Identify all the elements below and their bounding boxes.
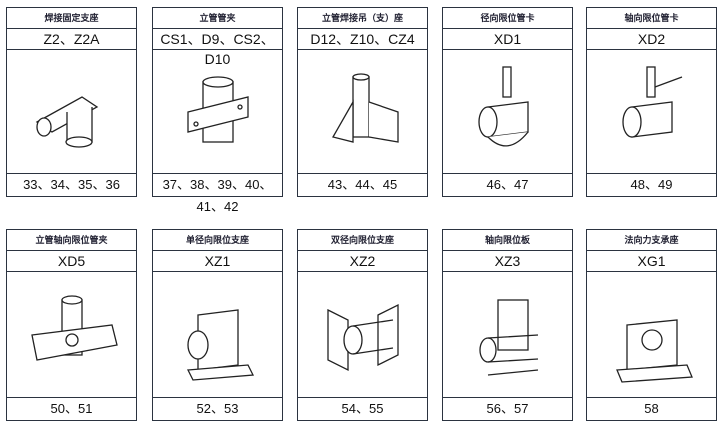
support-card[interactable]: 轴向限位板 XZ3 56、57 <box>442 229 573 421</box>
card-code: CS1、D9、CS2、D10 <box>153 29 282 67</box>
card-code: D12、Z10、CZ4 <box>298 29 427 50</box>
card-code: XZ3 <box>443 251 572 272</box>
card-title: 焊接固定支座 <box>7 8 136 29</box>
support-card[interactable]: 焊接固定支座 Z2、Z2A 33、34、35、36 <box>6 7 137 197</box>
riser-axial-limit-clamp-icon <box>30 294 118 361</box>
card-pages: 58 <box>587 397 716 420</box>
card-pages: 54、55 <box>298 397 427 420</box>
support-card[interactable]: 立管轴向限位管夹 XD5 50、51 <box>6 229 137 421</box>
double-radial-limit-support-icon <box>326 303 399 371</box>
axial-limit-plate-icon <box>478 298 538 376</box>
card-pages: 52、53 <box>153 397 282 420</box>
riser-welded-hanger-icon <box>331 72 399 143</box>
card-title: 立管管夹 <box>153 8 282 29</box>
support-card[interactable]: 立管焊接吊（支）座 D12、Z10、CZ4 43、44、45 <box>297 7 428 197</box>
card-title: 立管焊接吊（支）座 <box>298 8 427 29</box>
single-radial-limit-support-icon <box>186 308 254 381</box>
card-pages: 50、51 <box>7 397 136 420</box>
card-code: XD2 <box>587 29 716 50</box>
welded-fixed-support-icon <box>35 95 98 148</box>
card-pages: 37、38、39、40、41、42 <box>153 173 282 214</box>
card-code: XD1 <box>443 29 572 50</box>
radial-limit-clamp-icon <box>477 65 529 146</box>
card-title: 径向限位管卡 <box>443 8 572 29</box>
card-pages: 33、34、35、36 <box>7 173 136 196</box>
card-pages: 43、44、45 <box>298 173 427 196</box>
card-title: 轴向限位板 <box>443 230 572 251</box>
card-pages: 56、57 <box>443 397 572 420</box>
support-card[interactable]: 立管管夹 CS1、D9、CS2、D10 37、38、39、40、41、42 <box>152 7 283 214</box>
support-card[interactable]: 径向限位管卡 XD1 46、47 <box>442 7 573 197</box>
support-card[interactable]: 轴向限位管卡 XD2 48、49 <box>586 7 717 197</box>
card-title: 双径向限位支座 <box>298 230 427 251</box>
card-title: 立管轴向限位管夹 <box>7 230 136 251</box>
normal-force-bearing-icon <box>615 318 693 383</box>
support-card[interactable]: 单径向限位支座 XZ1 52、53 <box>152 229 283 421</box>
card-code: XG1 <box>587 251 716 272</box>
card-title: 轴向限位管卡 <box>587 8 716 29</box>
card-pages: 48、49 <box>587 173 716 196</box>
card-title: 单径向限位支座 <box>153 230 282 251</box>
riser-clamp-icon <box>186 75 249 143</box>
card-code: XD5 <box>7 251 136 272</box>
support-card[interactable]: 双径向限位支座 XZ2 54、55 <box>297 229 428 421</box>
support-card[interactable]: 法向力支承座 XG1 58 <box>586 229 717 421</box>
card-code: XZ1 <box>153 251 282 272</box>
card-code: Z2、Z2A <box>7 29 136 50</box>
card-title: 法向力支承座 <box>587 230 716 251</box>
card-pages: 46、47 <box>443 173 572 196</box>
card-code: XZ2 <box>298 251 427 272</box>
axial-limit-clamp-icon <box>621 65 682 138</box>
